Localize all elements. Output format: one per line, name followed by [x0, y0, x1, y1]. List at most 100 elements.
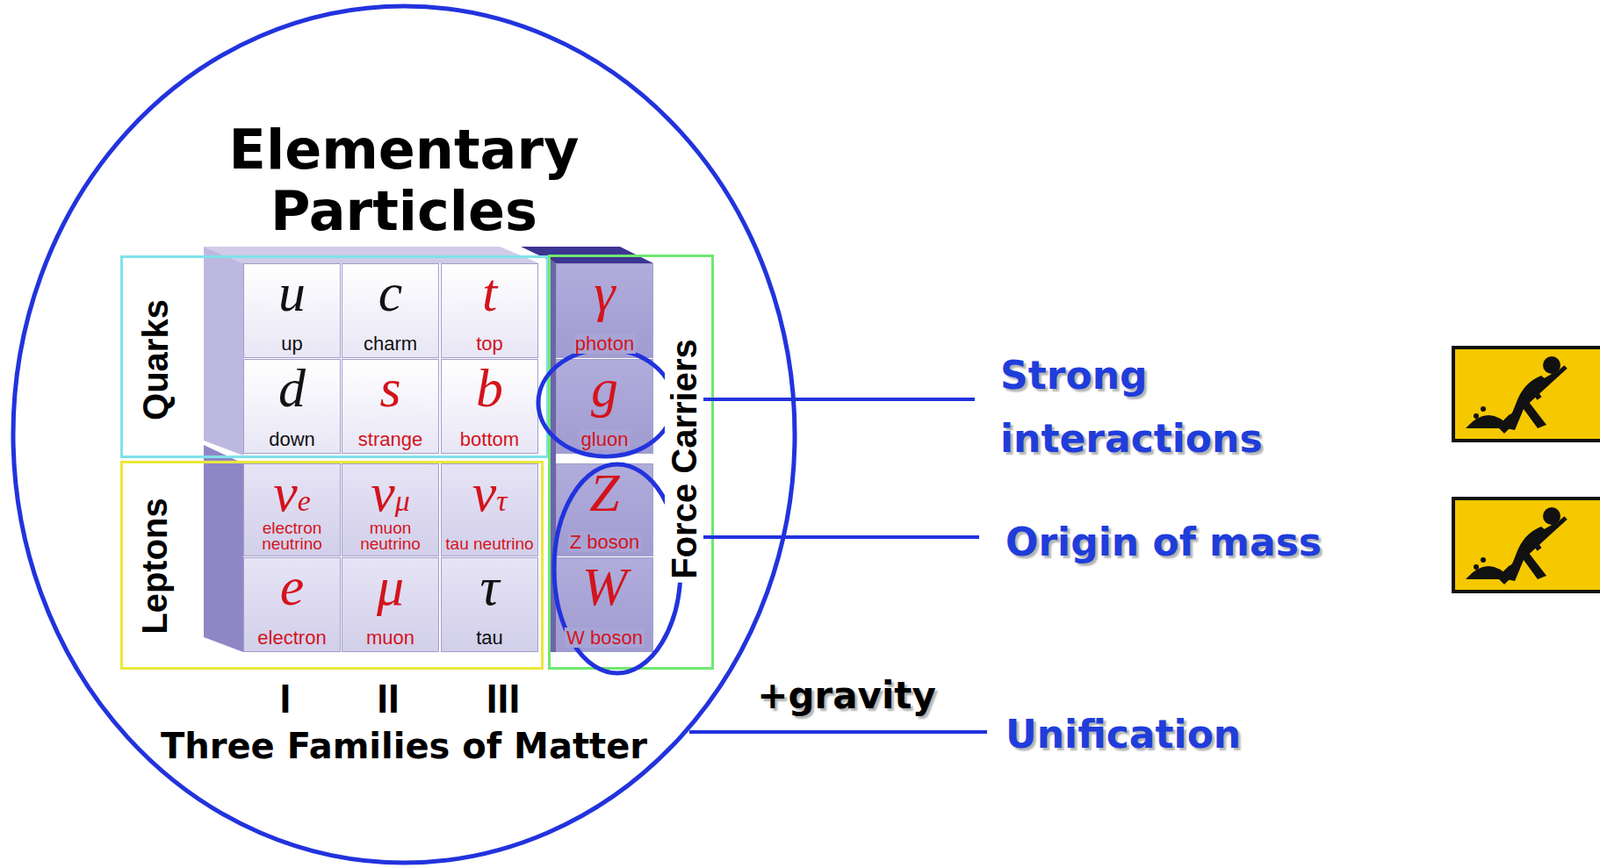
- quark-card: b bottom: [440, 359, 539, 455]
- lepton-card: τ tau: [440, 557, 539, 653]
- family-numeral: III: [486, 675, 520, 723]
- quark-card: s strange: [341, 359, 440, 455]
- family-numeral: II: [376, 675, 400, 723]
- text-holder: III: [486, 675, 520, 723]
- leader-line: [677, 535, 980, 540]
- icon-dirt: [1480, 406, 1486, 412]
- chart-subheading: Three Families of Matter: [10, 725, 798, 768]
- text-holder: Quarks: [136, 295, 175, 425]
- particle-symbol: d: [278, 363, 306, 414]
- particle-symbol: Z: [589, 468, 620, 519]
- particle-chart-circle: u up c charm t top d down s strange b bottom Quarks ν…: [10, 3, 798, 866]
- particle-name: Z boson: [568, 532, 642, 553]
- icon-legs: [1506, 553, 1547, 582]
- text-holder: I: [280, 675, 292, 723]
- leader-line: [673, 397, 975, 402]
- family-numeral: I: [280, 675, 292, 723]
- particle-symbol: t: [482, 267, 498, 318]
- chart-heading: Elementary Particles: [175, 119, 633, 243]
- roadwork-icon: [1453, 347, 1600, 441]
- text-holder: Strong interactions: [1000, 344, 1291, 471]
- particle-name: tau: [475, 627, 504, 649]
- text-holder: Force Carriers: [664, 335, 704, 583]
- particle-name: down: [268, 429, 316, 450]
- group-label: Leptons: [135, 494, 174, 639]
- cube-side-face: [203, 246, 244, 456]
- callout-label: Strong interactions: [1000, 344, 1291, 471]
- callout-label: Origin of mass: [1005, 511, 1322, 575]
- group-label: Force Carriers: [664, 335, 704, 583]
- quark-card: d down: [243, 359, 341, 455]
- particle-symbol: g: [590, 363, 619, 414]
- particle-name: photon: [573, 333, 636, 354]
- highlight-ellipse: [554, 464, 681, 674]
- gravity-note: +gravity: [756, 674, 937, 719]
- quark-card: t top: [440, 263, 539, 359]
- icon-arm: [1532, 539, 1540, 550]
- quark-group-box: u up c charm t top d down s strange b bottom Quarks: [120, 255, 549, 459]
- particle-symbol: μ: [376, 562, 404, 613]
- particle-symbol: τ: [479, 562, 499, 613]
- particle-symbol: γ: [593, 267, 615, 318]
- particle-symbol: νμ: [370, 468, 411, 519]
- particle-name: electron neutrino: [247, 520, 338, 553]
- group-label: Quarks: [136, 295, 175, 425]
- lepton-card: μ muon: [341, 557, 440, 653]
- text-holder: Elementary Particles: [10, 119, 798, 243]
- particle-name: charm: [363, 333, 418, 354]
- force-carrier-card: Z Z boson: [555, 463, 654, 557]
- particle-symbol: c: [378, 267, 403, 318]
- particle-symbol: b: [475, 363, 504, 414]
- force-carrier-group-box: γ photon g gluonZ Z bosonW W boson Force Carri…: [547, 254, 714, 671]
- particle-name: bottom: [460, 429, 519, 450]
- text-holder: Unification: [1005, 703, 1241, 767]
- text-holder: Leptons: [135, 494, 174, 639]
- callout-label: Unification: [1005, 703, 1241, 767]
- text-holder: Three Families of Matter: [10, 725, 798, 768]
- particle-name: muon neutrino: [345, 520, 436, 553]
- text-holder: II: [376, 675, 400, 723]
- particle-name: tau neutrino: [445, 536, 534, 553]
- particle-name: muon: [366, 627, 415, 649]
- icon-plate: [1453, 347, 1600, 441]
- icon-dirt: [1473, 413, 1479, 419]
- lepton-group-box: νeelectron neutrinoνμmuon neutrinoντtau …: [120, 461, 544, 671]
- lepton-card: νμmuon neutrino: [341, 463, 440, 557]
- lepton-card: ντ tau neutrino: [440, 463, 539, 557]
- icon-head: [1542, 356, 1561, 375]
- text-holder: Origin of mass: [1005, 511, 1322, 575]
- particle-name: electron: [257, 627, 326, 649]
- icon-dirt: [1473, 564, 1479, 570]
- force-carrier-card: γ photon: [555, 263, 654, 359]
- particle-name: up: [281, 333, 303, 354]
- icon-plate: [1453, 498, 1600, 592]
- particle-name: strange: [358, 429, 423, 450]
- particle-name: W boson: [564, 627, 645, 649]
- icon-dirt: [1480, 557, 1486, 563]
- particle-name: top: [475, 333, 504, 354]
- particle-symbol: νe: [273, 468, 311, 519]
- particle-symbol: u: [278, 267, 306, 318]
- force-carrier-card: W W boson: [555, 557, 654, 653]
- particle-symbol: e: [280, 562, 304, 613]
- lepton-card: e electron: [243, 557, 341, 653]
- leader-line: [689, 730, 988, 735]
- text-holder: +gravity: [756, 674, 937, 719]
- quark-card: c charm: [341, 263, 440, 359]
- icon-arm: [1544, 374, 1557, 382]
- icon-legs: [1506, 402, 1547, 431]
- particle-symbol: ντ: [472, 468, 508, 519]
- quark-card: u up: [243, 263, 341, 359]
- icon-arm: [1544, 525, 1557, 533]
- icon-arm: [1532, 388, 1540, 399]
- highlight-ellipse: [538, 349, 674, 457]
- force-carrier-card: g gluon: [555, 359, 654, 455]
- particle-symbol: s: [379, 363, 401, 414]
- icon-head: [1542, 507, 1561, 526]
- cube-side-face: [203, 445, 244, 653]
- lepton-card: νeelectron neutrino: [243, 463, 341, 557]
- roadwork-icon: [1453, 498, 1600, 592]
- particle-name: gluon: [579, 429, 631, 450]
- particle-symbol: W: [582, 562, 628, 613]
